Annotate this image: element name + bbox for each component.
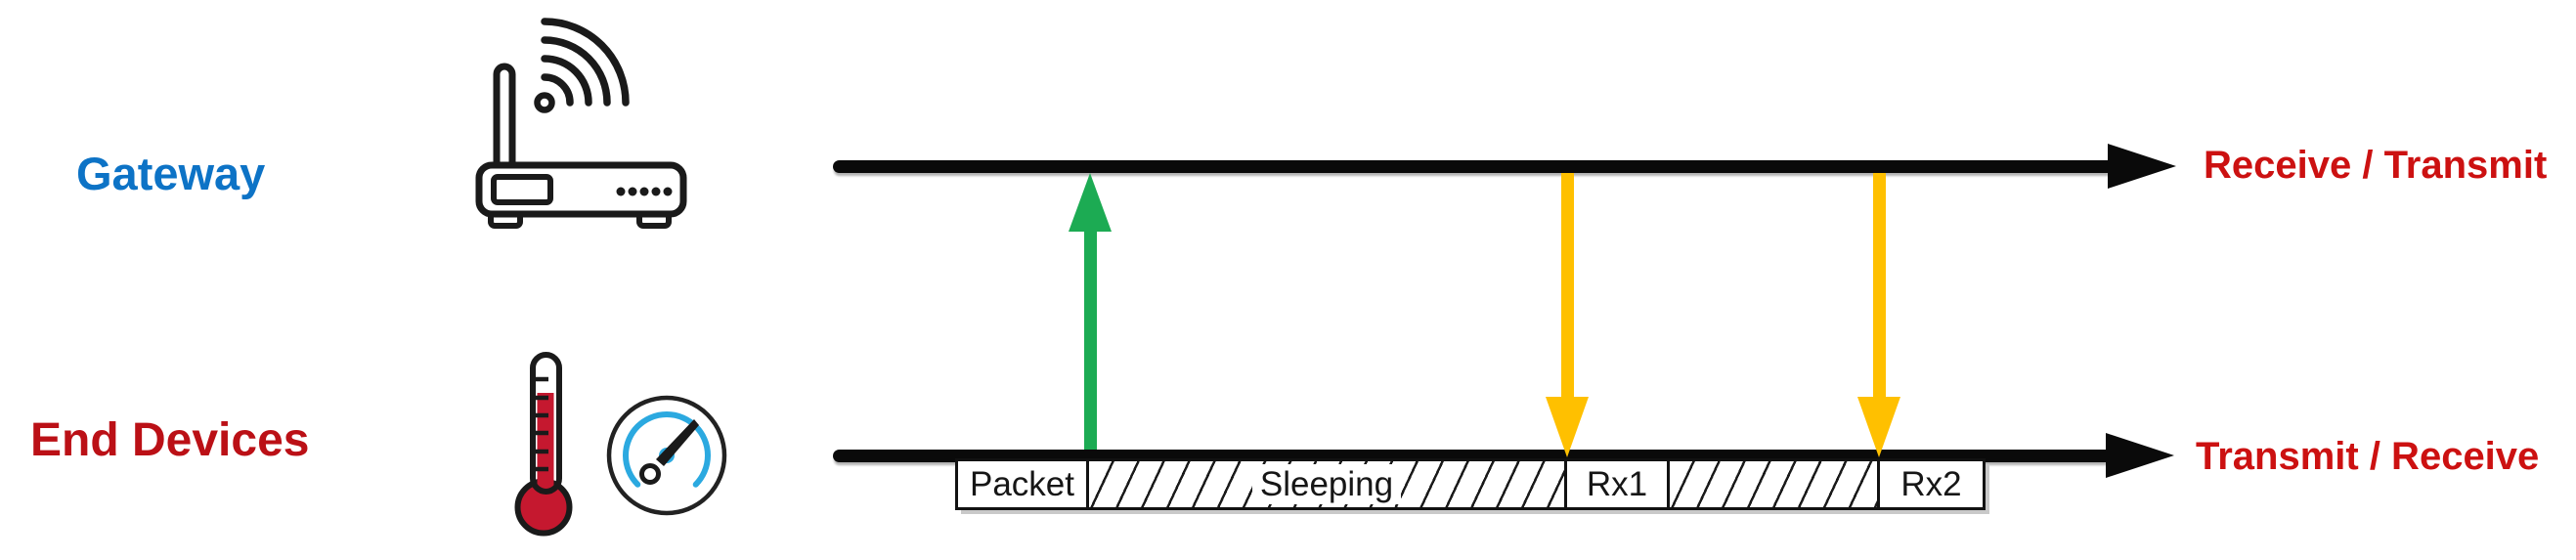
wifi-router-icon <box>475 18 687 229</box>
gateway-timeline-line <box>833 160 2110 173</box>
uplink-packet-arrow-head <box>1069 173 1112 232</box>
downlink-rx2-arrow-head <box>1857 397 1900 457</box>
slot-packet-label: Packet <box>970 465 1074 503</box>
thermometer-icon <box>514 352 573 537</box>
router-antenna <box>493 63 516 180</box>
slot-rx1-label: Rx1 <box>1586 465 1648 503</box>
thermometer-mercury <box>537 393 554 502</box>
wifi-signal-icon <box>534 18 630 113</box>
slot-sleeping: Sleeping <box>1086 458 1567 510</box>
gauge-needle-tail <box>639 463 661 485</box>
uplink-packet-arrow-shaft <box>1084 230 1097 450</box>
downlink-rx2-arrow-shaft <box>1873 173 1886 397</box>
downlink-rx1-arrow-shaft <box>1561 173 1574 397</box>
router-display-slot <box>491 174 553 205</box>
slot-packet: Packet <box>955 458 1089 510</box>
end-devices-row-label: End Devices <box>30 414 310 466</box>
slot-rx2-label: Rx2 <box>1900 465 1962 503</box>
gauge-icon <box>606 395 727 516</box>
thermometer-ticks <box>536 376 548 472</box>
gateway-timeline-label: Receive / Transmit <box>2204 144 2548 187</box>
end-device-timeline-arrowhead <box>2106 433 2174 478</box>
slot-sleeping-label: Sleeping <box>1251 464 1402 504</box>
downlink-rx1-arrow-head <box>1546 397 1589 457</box>
end-device-timeline-label: Transmit / Receive <box>2196 435 2540 478</box>
thermometer-stem <box>530 352 562 495</box>
gauge-arc <box>623 411 711 488</box>
gateway-row-label: Gateway <box>76 148 266 199</box>
slot-rx2: Rx2 <box>1877 458 1986 510</box>
gateway-timeline-arrowhead <box>2108 144 2176 189</box>
slot-sleeping-2 <box>1667 458 1880 510</box>
slot-rx1: Rx1 <box>1564 458 1670 510</box>
gauge-needle <box>656 419 699 466</box>
router-led-dots <box>616 187 673 196</box>
